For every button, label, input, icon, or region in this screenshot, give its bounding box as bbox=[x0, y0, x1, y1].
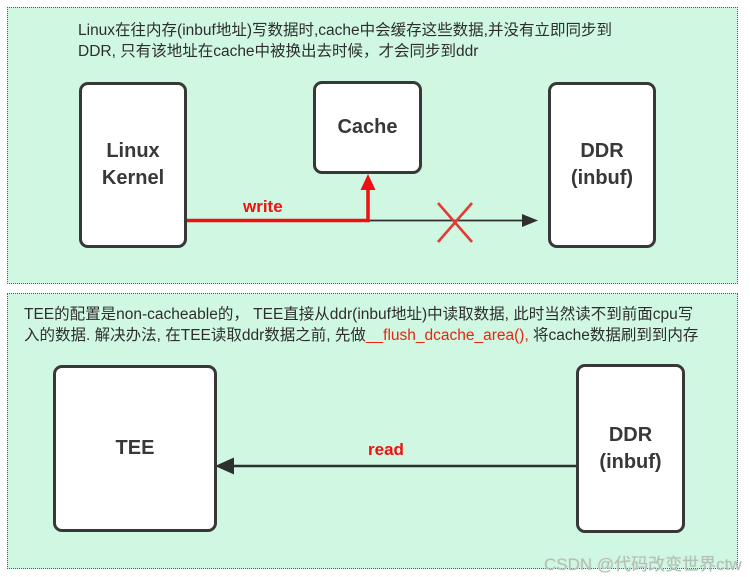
linux-kernel-label-line2: Kernel bbox=[101, 167, 165, 189]
bottom-description-line2-part1: 入的数据. 解决办法, 在TEE读取ddr数据之前, 先做 bbox=[24, 327, 366, 344]
flush-dcache-highlight: __flush_dcache_area(), bbox=[365, 327, 529, 344]
ddr-bottom-label-line1: DDR bbox=[608, 423, 653, 446]
write-edge-label: write bbox=[243, 197, 283, 216]
tee-label: TEE bbox=[115, 437, 155, 459]
ddr-top-label-line1: DDR bbox=[580, 140, 624, 162]
bottom-panel: TEE的配置是non-cacheable的， TEE直接从ddr(inbuf地址… bbox=[7, 293, 738, 569]
arrowhead-to-tee bbox=[215, 457, 234, 475]
linux-kernel-label-line1: Linux bbox=[106, 140, 160, 162]
ddr-top-label-line2: (inbuf) bbox=[570, 167, 634, 189]
bottom-description-line1: TEE的配置是non-cacheable的， TEE直接从ddr(inbuf地址… bbox=[24, 306, 694, 323]
top-panel-description: Linux在往内存(inbuf地址)写数据时,cache中会缓存这些数据,并没有… bbox=[78, 20, 612, 62]
read-edge-label: read bbox=[368, 440, 404, 459]
node-cache: Cache bbox=[313, 81, 422, 174]
cache-label: Cache bbox=[337, 116, 398, 138]
node-linux-kernel: Linux Kernel bbox=[79, 82, 187, 248]
bottom-description-line2: 入的数据. 解决办法, 在TEE读取ddr数据之前, 先做__flush_dca… bbox=[24, 325, 698, 346]
node-ddr-inbuf-top: DDR (inbuf) bbox=[548, 82, 656, 248]
csdn-watermark: CSDN @代码改变世界ctw bbox=[544, 555, 742, 574]
top-description-line1: Linux在往内存(inbuf地址)写数据时,cache中会缓存这些数据,并没有… bbox=[78, 22, 612, 39]
top-panel: Linux在往内存(inbuf地址)写数据时,cache中会缓存这些数据,并没有… bbox=[7, 7, 738, 284]
node-ddr-inbuf-bottom: DDR (inbuf) bbox=[576, 364, 685, 533]
blocked-cross-icon bbox=[437, 202, 473, 243]
arrowhead-to-ddr bbox=[522, 214, 538, 227]
node-tee: TEE bbox=[53, 365, 217, 532]
bottom-description-line2-part2: 将cache数据刷到到内存 bbox=[528, 327, 699, 344]
arrowhead-to-cache bbox=[360, 174, 376, 190]
top-description-line2: DDR, 只有该地址在cache中被换出去时候，才会同步到ddr bbox=[78, 43, 479, 60]
bottom-panel-description: TEE的配置是non-cacheable的， TEE直接从ddr(inbuf地址… bbox=[24, 304, 698, 346]
ddr-bottom-label-line2: (inbuf) bbox=[599, 450, 662, 473]
